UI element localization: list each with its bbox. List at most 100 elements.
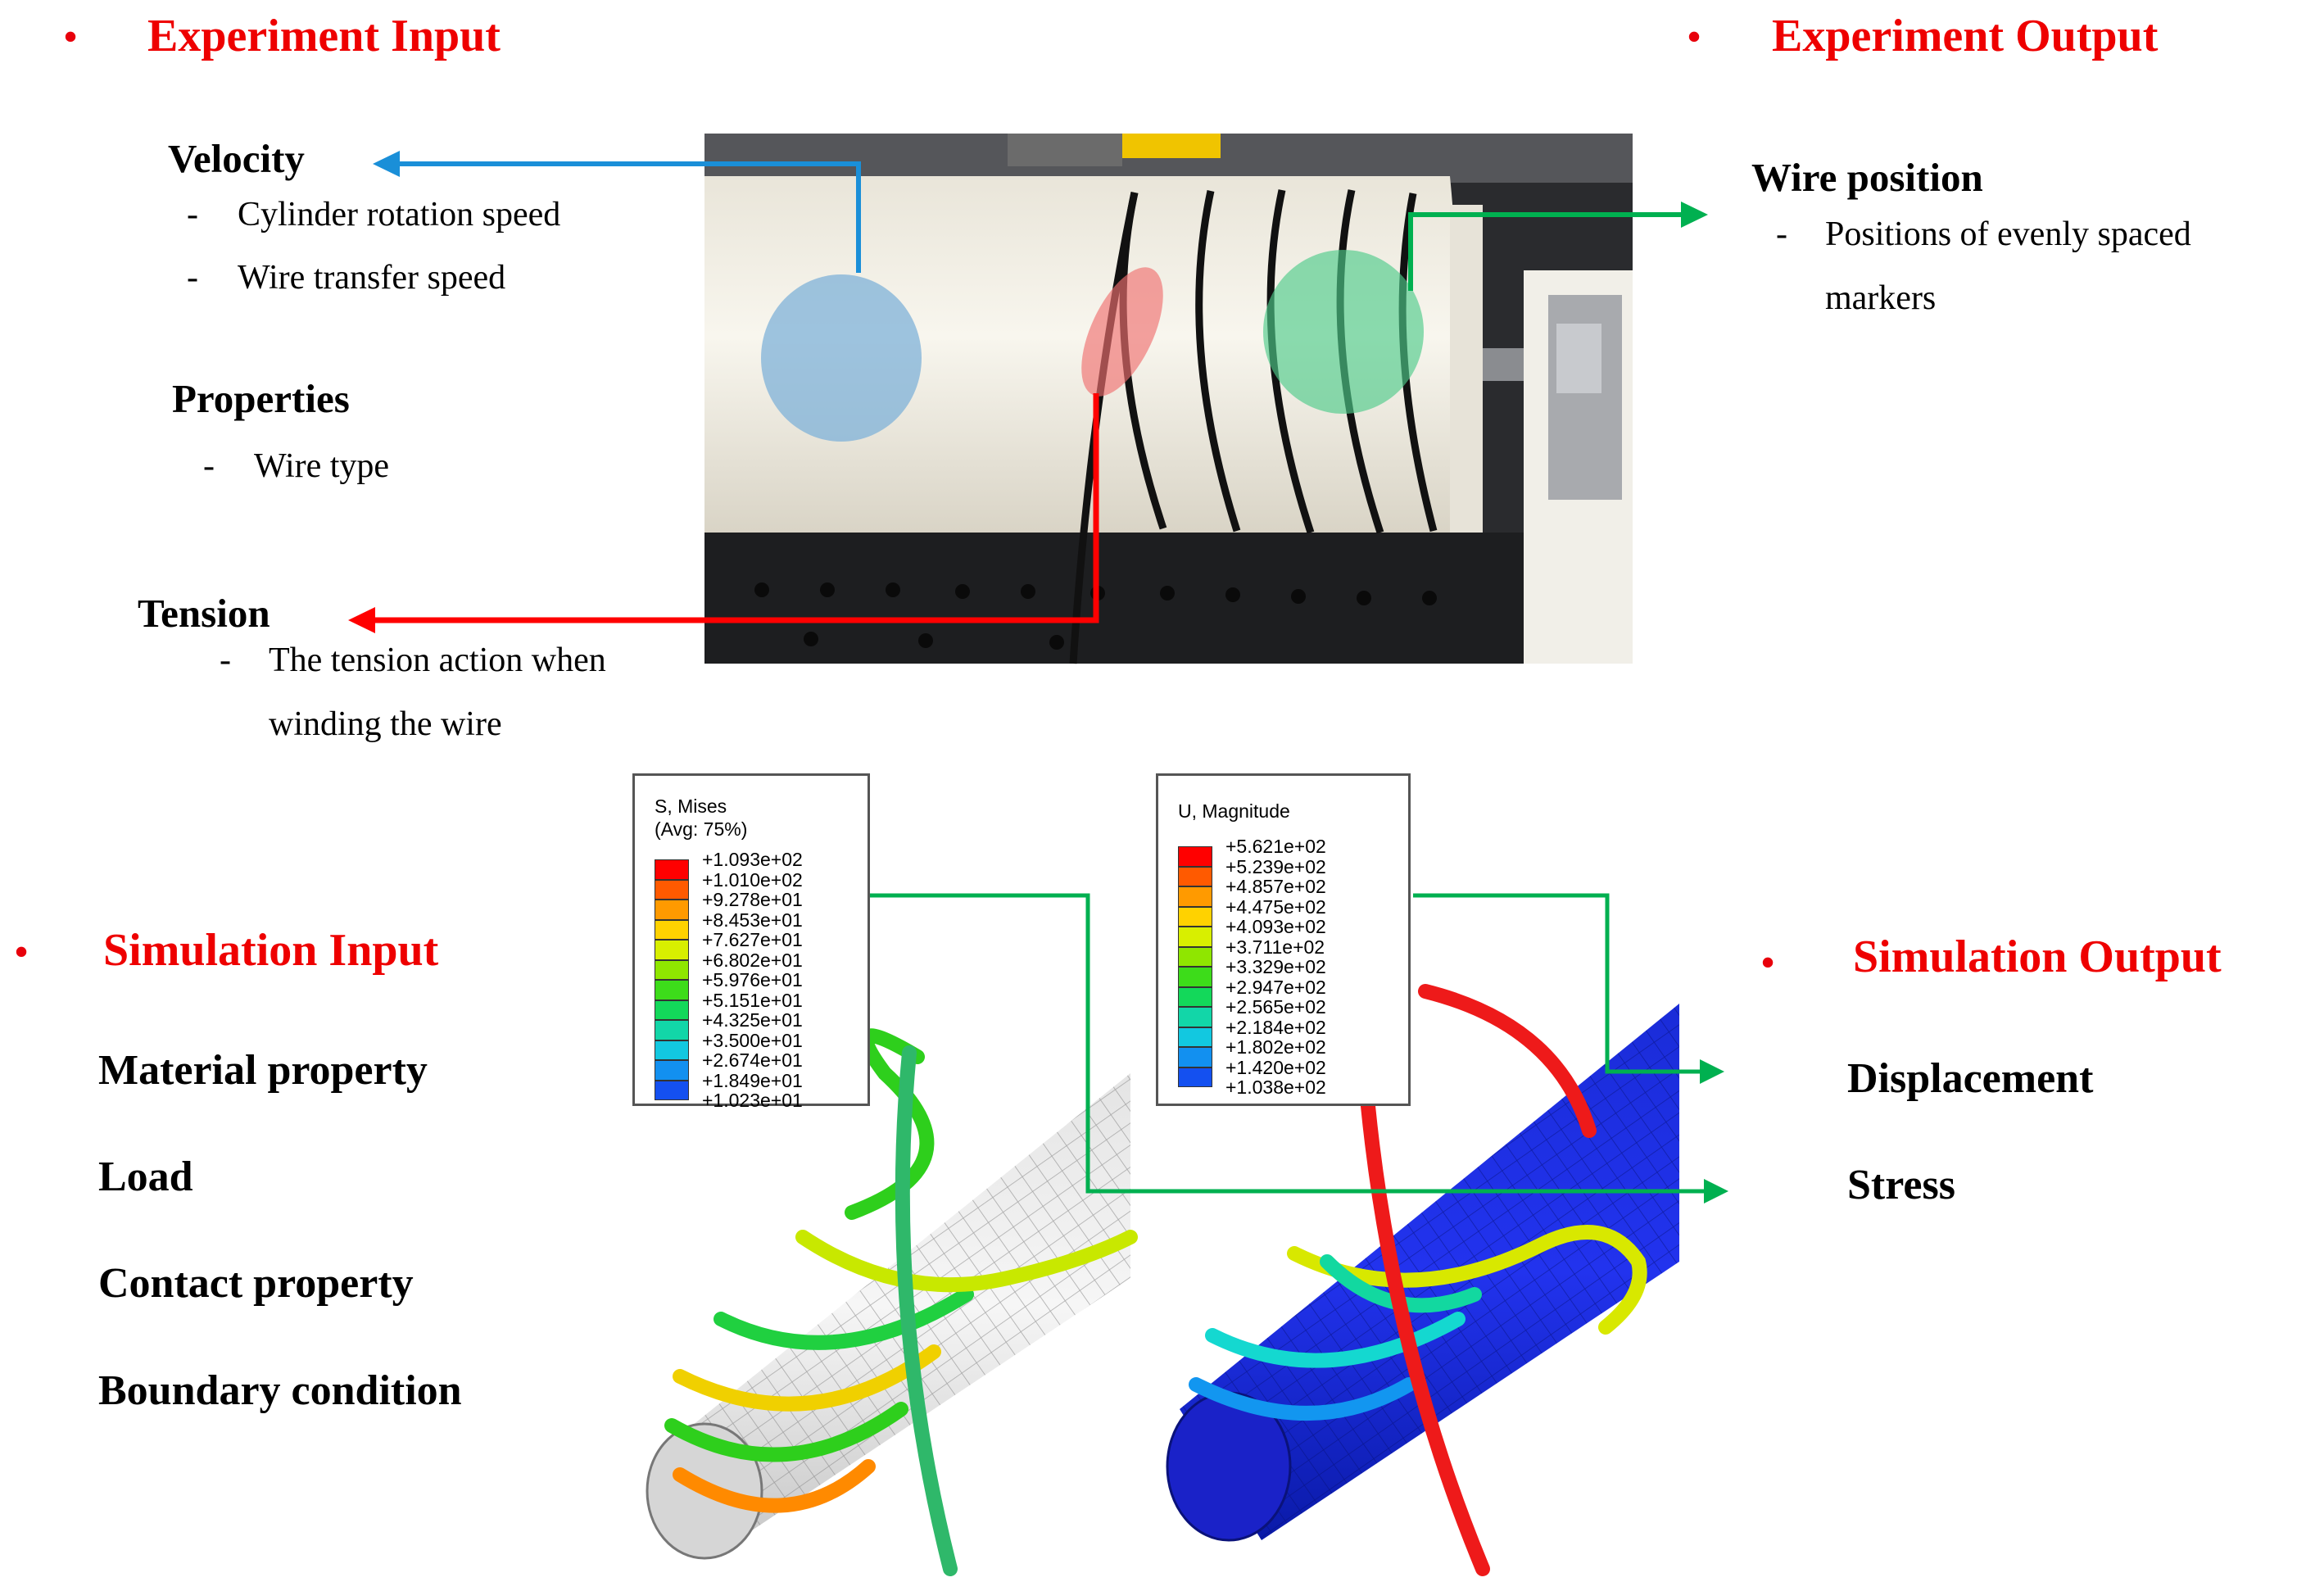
displacement-legend-value: +2.184e+02 [1225,1016,1326,1038]
properties-item-wire-type: Wire type [254,447,390,485]
stress-legend-swatch [655,900,689,920]
displacement-legend-title: U, Magnitude [1178,800,1290,822]
displacement-legend-value: +2.947e+02 [1225,976,1326,998]
displacement-legend-value: +3.711e+02 [1225,936,1325,958]
wire-position-line-1: Positions of evenly spaced [1825,215,2191,253]
displacement-legend-swatch [1178,986,1212,1008]
stress-legend-value: +1.023e+01 [702,1090,803,1111]
stress-legend-value: +6.802e+01 [702,949,803,971]
stress-legend-swatch [655,1080,689,1101]
sim-input-boundary-condition: Boundary condition [98,1367,462,1414]
velocity-item-wire-transfer: Wire transfer speed [238,259,506,297]
stress-legend-swatch [655,940,689,960]
experiment-input-bullet: • [64,16,78,57]
wire-position-dash: - [1776,215,1787,253]
sim-input-material-property: Material property [98,1047,428,1094]
tension-line-2: winding the wire [269,705,502,743]
tension-line-1: The tension action when [269,641,606,679]
stress-legend-swatch [655,1060,689,1081]
displacement-legend-swatch [1178,846,1212,867]
sim-input-contact-property: Contact property [98,1260,414,1307]
velocity-dash-1: - [187,196,198,233]
displacement-legend-swatch [1178,946,1212,968]
stress-legend-value: +7.627e+01 [702,929,803,950]
experiment-output-title: Experiment Output [1772,11,2159,61]
stress-legend-swatch [655,980,689,1000]
stress-legend: S, Mises (Avg: 75%) +1.093e+02+1.010e+02… [632,773,870,1110]
displacement-legend-value: +3.329e+02 [1225,956,1326,977]
displacement-legend-value: +5.239e+02 [1225,855,1326,877]
velocity-dash-2: - [187,259,198,297]
velocity-arrowhead [373,151,400,177]
simulation-output-bullet: • [1761,941,1775,983]
velocity-arrow [385,161,861,273]
displacement-legend-value: +4.475e+02 [1225,895,1326,918]
stress-connector-arrowhead [1704,1179,1728,1203]
tension-arrowhead [348,607,375,633]
stress-legend-title: S, Mises [655,796,727,817]
stress-legend-swatch [655,919,689,941]
displacement-legend-swatch [1178,886,1212,907]
sim-input-load: Load [98,1154,193,1200]
wire-position-line-2: markers [1825,279,1937,317]
displacement-legend-swatch [1178,1007,1212,1027]
displacement-legend-value: +4.857e+02 [1225,876,1326,897]
displacement-contour-render [1166,984,1679,1576]
stress-legend-value: +4.325e+01 [702,1009,803,1031]
stress-legend-subtitle: (Avg: 75%) [655,818,748,840]
displacement-legend-swatch [1178,906,1212,927]
sim-output-displacement: Displacement [1847,1055,2094,1102]
displacement-legend: U, Magnitude +5.621e+02+5.239e+02+4.857e… [1156,773,1411,1106]
tension-dash: - [220,641,231,679]
experiment-photo [704,134,1633,664]
tension-heading: Tension [138,591,270,636]
stress-legend-value: +5.976e+01 [702,969,803,990]
velocity-heading: Velocity [168,136,305,181]
properties-dash: - [203,447,215,485]
stress-legend-swatch [655,999,689,1021]
tension-arrow [365,393,1099,623]
displacement-legend-swatch [1178,866,1212,887]
displacement-legend-swatch [1178,927,1212,947]
displacement-legend-value: +1.802e+02 [1225,1036,1326,1058]
sim-output-stress: Stress [1847,1162,1955,1208]
velocity-item-cylinder-rotation: Cylinder rotation speed [238,196,561,233]
displacement-legend-swatch [1178,1027,1212,1048]
stress-legend-swatch [655,1040,689,1061]
displacement-legend-value: +4.093e+02 [1225,916,1326,937]
stress-legend-value: +1.010e+02 [702,868,803,891]
displacement-legend-value: +2.565e+02 [1225,996,1326,1018]
experiment-output-bullet: • [1688,16,1701,57]
stress-legend-swatch [655,879,689,900]
stress-contour-render [646,1028,1138,1576]
stress-legend-value: +9.278e+01 [702,889,803,910]
displacement-connector [1413,893,1704,1074]
displacement-legend-swatch [1178,1047,1212,1067]
stress-legend-swatch [655,859,689,880]
stress-legend-swatch [655,1020,689,1040]
stress-legend-value: +1.849e+01 [702,1069,803,1091]
wire-position-arrow [1408,212,1688,291]
displacement-legend-value: +1.038e+02 [1225,1077,1326,1098]
stress-legend-swatch [655,959,689,981]
stress-connector [867,893,1708,1194]
displacement-connector-arrowhead [1700,1059,1724,1084]
wire-position-heading: Wire position [1751,155,1983,200]
displacement-legend-swatch [1178,1067,1212,1088]
simulation-output-title: Simulation Output [1853,931,2222,982]
wire-position-arrowhead [1681,202,1708,228]
stress-legend-value: +8.453e+01 [702,909,803,931]
stress-legend-value: +2.674e+01 [702,1049,803,1071]
stress-legend-value: +3.500e+01 [702,1029,803,1051]
displacement-legend-value: +5.621e+02 [1225,836,1326,857]
simulation-input-title: Simulation Input [103,925,439,976]
stress-legend-value: +5.151e+01 [702,989,803,1011]
simulation-input-bullet: • [15,931,29,972]
displacement-legend-swatch [1178,967,1212,987]
experiment-input-title: Experiment Input [147,11,501,61]
properties-heading: Properties [172,376,350,421]
stress-legend-value: +1.093e+02 [702,849,803,870]
displacement-legend-value: +1.420e+02 [1225,1056,1326,1078]
